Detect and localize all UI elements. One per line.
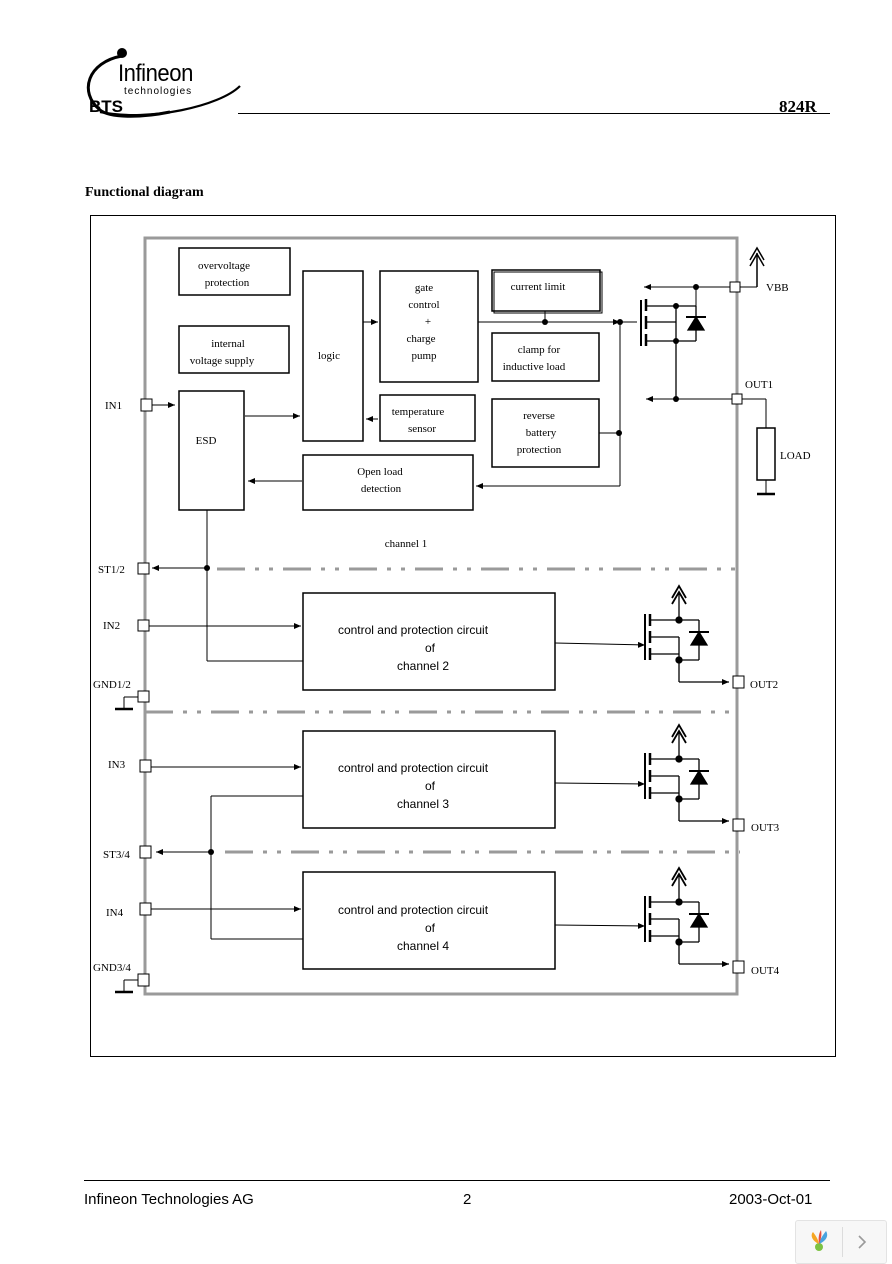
pin-in3 — [139, 759, 152, 773]
diagram-label: channel 3 — [397, 797, 449, 811]
pin-in1 — [140, 398, 153, 412]
diagram-label: temperature — [392, 406, 445, 418]
diagram-label: gate — [415, 282, 433, 294]
diagram-label: OUT1 — [745, 379, 773, 391]
diagram-label: LOAD — [780, 450, 811, 462]
block-clamp: clamp for inductive load — [491, 332, 600, 382]
diagram-label: charge — [406, 333, 435, 345]
load-resistor — [756, 427, 776, 481]
diagram-label: sensor — [408, 423, 436, 435]
logo-swoosh-icon — [86, 48, 241, 118]
diagram-label: detection — [361, 483, 402, 495]
diagram-label: internal — [211, 338, 245, 350]
chip-boundary — [143, 236, 739, 996]
block-overvoltage: overvoltage protection — [178, 247, 291, 296]
block-internal-supply: internal voltage supply — [178, 325, 290, 374]
block-ch3: control and protection circuit of channe… — [302, 730, 556, 829]
block-open-load: Open load detection — [302, 454, 474, 511]
footer-page-number: 2 — [463, 1191, 472, 1208]
block-ch4: control and protection circuit of channe… — [302, 871, 556, 970]
block-gate-control: gate control + charge pump — [379, 270, 479, 383]
mosfet-ch1 — [640, 299, 706, 400]
diagram-label: logic — [318, 350, 340, 362]
diagram-label: battery — [526, 427, 557, 439]
block-logic: logic — [302, 270, 364, 442]
diagram-label: OUT3 — [751, 822, 780, 834]
diagram-label: inductive load — [503, 361, 566, 373]
diagram-label: OUT2 — [750, 679, 778, 691]
viewer-nav-widget — [795, 1220, 887, 1264]
chevron-right-icon[interactable] — [854, 1233, 870, 1251]
diagram-label: control and protection circuit — [338, 623, 489, 637]
diagram-label: VBB — [766, 282, 789, 294]
block-esd: ESD — [178, 390, 245, 511]
pin-in2 — [137, 619, 150, 632]
footer-company: Infineon Technologies AG — [84, 1191, 254, 1208]
section-title: Functional diagram — [85, 185, 204, 200]
diagram-label: reverse — [523, 410, 555, 422]
pin-gnd34 — [137, 973, 150, 987]
diagram-label: control — [408, 299, 439, 311]
mosfet-ch3 — [645, 725, 729, 821]
pin-st34 — [139, 845, 152, 859]
vbb-arrow-icon — [749, 246, 765, 261]
diagram-label: clamp for — [518, 344, 561, 356]
part-number: 824R — [779, 97, 817, 116]
diagram-label: overvoltage — [198, 260, 250, 272]
diagram-label: ESD — [196, 435, 217, 447]
diagram-label: ST1/2 — [98, 564, 125, 576]
block-temperature-sensor: temperature sensor — [379, 394, 476, 442]
diagram-label: current limit — [511, 281, 566, 293]
channel1-label: channel 1 — [385, 538, 427, 550]
diagram-label: ST3/4 — [103, 849, 130, 861]
block-reverse-battery: reverse battery protection — [491, 398, 600, 468]
block-ch2: control and protection circuit of channe… — [302, 592, 556, 691]
viewer-logo-icon[interactable] — [804, 1227, 834, 1257]
pin-out2 — [732, 675, 745, 689]
mosfet-ch4 — [645, 868, 729, 964]
diagram-label: protection — [517, 444, 562, 456]
diagram-label: control and protection circuit — [338, 761, 489, 775]
infineon-logo — [80, 44, 245, 120]
part-prefix: BTS — [89, 97, 123, 116]
pin-vbb — [729, 281, 741, 293]
diagram-label: of — [425, 779, 436, 793]
diagram-label: IN1 — [105, 400, 122, 412]
pin-gnd12 — [137, 690, 150, 703]
pin-out1 — [731, 393, 743, 405]
diagram-label: protection — [205, 277, 250, 289]
diagram-label: Open load — [357, 466, 403, 478]
diagram-label: OUT4 — [751, 965, 780, 977]
block-current-limit: current limit — [491, 269, 603, 314]
diagram-label: voltage supply — [190, 355, 255, 367]
diagram-label: pump — [411, 350, 437, 362]
diagram-label: GND3/4 — [93, 962, 131, 974]
pin-st12 — [137, 562, 150, 575]
logo-subtext: technologies — [124, 86, 193, 97]
diagram-label: IN2 — [103, 620, 120, 632]
diagram-label: channel 2 — [397, 659, 449, 673]
diagram-label: + — [425, 316, 431, 328]
logo-text: Infineon — [118, 60, 193, 87]
diagram-label: channel 4 — [397, 939, 449, 953]
header-rule — [238, 113, 830, 114]
viewer-divider — [842, 1227, 843, 1257]
diagram-label: control and protection circuit — [338, 903, 489, 917]
diagram-label: of — [425, 921, 436, 935]
pin-out3 — [732, 818, 745, 832]
pin-out4 — [732, 960, 745, 974]
diagram-label: IN3 — [108, 759, 126, 771]
diagram-label: GND1/2 — [93, 679, 131, 691]
footer-rule — [84, 1180, 830, 1181]
diagram-label: IN4 — [106, 907, 124, 919]
pin-in4 — [139, 902, 152, 916]
mosfet-ch2 — [644, 584, 729, 685]
footer-date: 2003-Oct-01 — [729, 1191, 813, 1208]
diagram-frame — [90, 215, 836, 1057]
diagram-label: of — [425, 641, 436, 655]
